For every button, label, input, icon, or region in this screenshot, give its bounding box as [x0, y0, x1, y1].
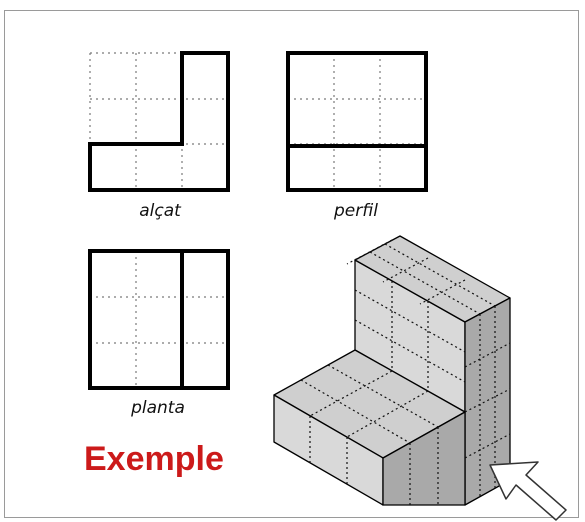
- profile-view: [286, 51, 428, 192]
- plan-outline: [88, 249, 230, 390]
- elevation-label: alçat: [139, 201, 182, 221]
- profile-label: perfil: [333, 201, 378, 221]
- elevation-view: [88, 51, 230, 192]
- example-title: Exemple: [84, 440, 224, 478]
- arrow-pointer-icon: [489, 461, 567, 521]
- plan-grid: [90, 251, 228, 388]
- elevation-outline: [88, 51, 230, 192]
- elevation-grid: [89, 52, 229, 191]
- profile-grid: [288, 53, 426, 190]
- plan-label: planta: [130, 398, 185, 418]
- profile-outline: [286, 51, 428, 192]
- isometric-solid: [273, 235, 511, 506]
- isometric-grid-lines: [300, 239, 511, 505]
- plan-view: [88, 249, 230, 390]
- frame-border: [4, 10, 579, 518]
